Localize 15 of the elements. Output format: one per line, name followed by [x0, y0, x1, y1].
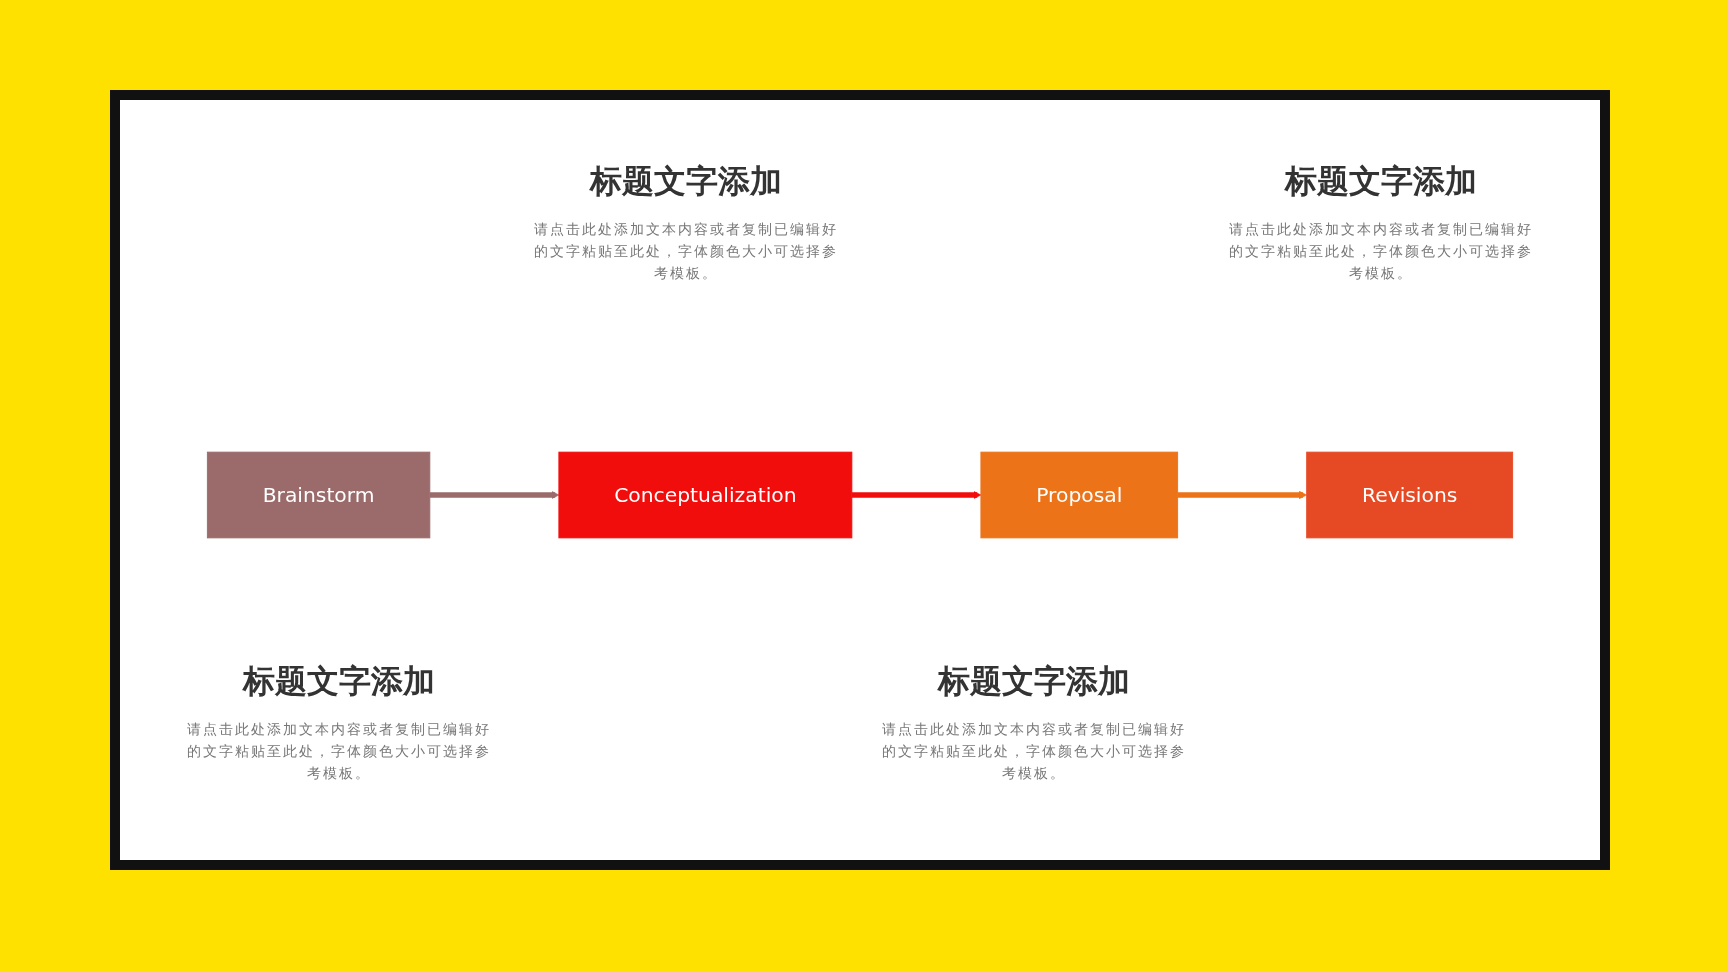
- step-description: 请点击此处添加文本内容或者复制已编辑好的文字粘贴至此处，字体颜色大小可选择参考模板。: [1228, 220, 1535, 283]
- node-box: Conceptualization: [558, 451, 853, 539]
- node-box: Brainstorm: [206, 451, 431, 539]
- arrow: [1177, 490, 1308, 500]
- step-description: 请点击此处添加文本内容或者复制已编辑好的文字粘贴至此处，字体颜色大小可选择参考模板。: [533, 220, 840, 283]
- arrow: [851, 490, 982, 500]
- node-box: Proposal: [980, 451, 1179, 539]
- node-box: Revisions: [1306, 451, 1514, 539]
- arrow: [429, 490, 560, 500]
- step-description: 请点击此处添加文本内容或者复制已编辑好的文字粘贴至此处，字体颜色大小可选择参考模板。: [880, 720, 1187, 783]
- step-heading: 标题文字添加: [588, 161, 784, 202]
- step-heading: 标题文字添加: [936, 661, 1131, 702]
- step-heading: 标题文字添加: [241, 661, 436, 702]
- step-heading: 标题文字添加: [1283, 161, 1479, 202]
- step-description: 请点击此处添加文本内容或者复制已编辑好的文字粘贴至此处，字体颜色大小可选择参考模板。: [185, 720, 492, 783]
